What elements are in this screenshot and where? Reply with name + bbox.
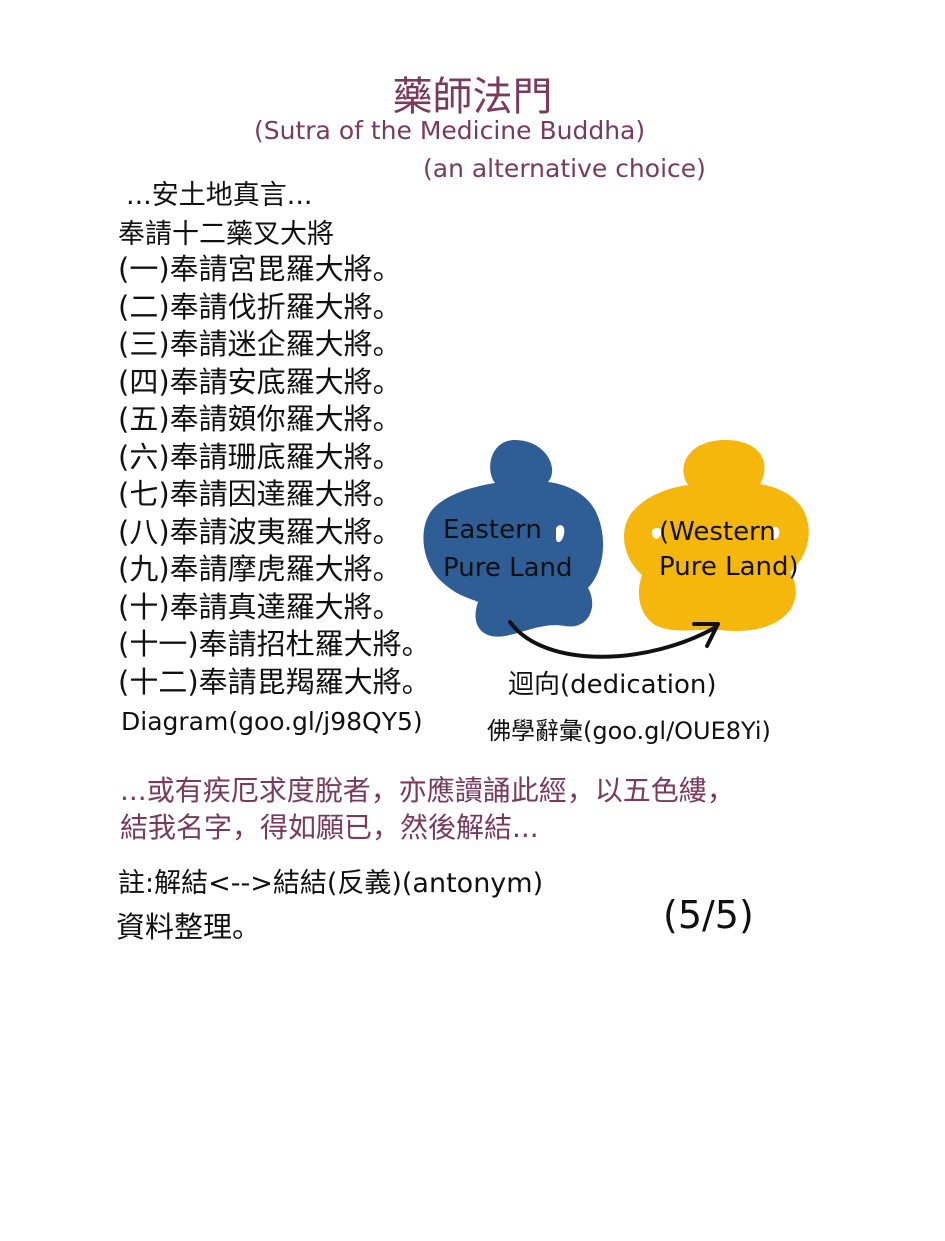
arrowhead-icon: [692, 622, 720, 648]
western-blob: [623, 440, 809, 631]
western-label-line1: (Western: [659, 517, 776, 547]
general-item: (四)奉請安底羅大將。: [118, 365, 402, 399]
page-title: 藥師法門: [392, 74, 553, 120]
invitation-line: 奉請十二藥叉大將: [118, 219, 334, 250]
page-number: (5/5): [663, 893, 754, 937]
general-item: (三)奉請迷企羅大將。: [118, 327, 402, 361]
general-item: (十二)奉請毘羯羅大將。: [118, 665, 431, 699]
sutra-quote-line: ...或有疾厄求度脫者，亦應讀誦此經，以五色縷，: [120, 774, 735, 807]
dedication-label: 迴向(dedication): [508, 670, 717, 700]
dedication-arrow-icon: [508, 620, 718, 659]
white-spot-icon: [771, 526, 780, 540]
antonym-note: 註:解結<-->結結(反義)(antonym): [118, 868, 544, 899]
compiled-note: 資料整理。: [116, 910, 262, 944]
general-item: (七)奉請因達羅大將。: [118, 477, 402, 511]
sutra-quote-line: 結我名字，得如願已，然後解結...: [120, 811, 539, 844]
general-item: (一)奉請宮毘羅大將。: [118, 252, 402, 286]
general-item: (十一)奉請招杜羅大將。: [118, 627, 431, 661]
white-spot-icon: [651, 527, 662, 539]
general-item: (八)奉請波夷羅大將。: [118, 515, 402, 549]
general-item: (五)奉請頞你羅大將。: [118, 402, 402, 436]
eastern-blob: [423, 440, 604, 637]
diagram-link[interactable]: Diagram(goo.gl/j98QY5): [121, 707, 423, 736]
general-item: (二)奉請伐折羅大將。: [118, 290, 402, 324]
alternative-note: (an alternative choice): [423, 154, 706, 183]
general-item: (十)奉請真達羅大將。: [118, 590, 402, 624]
general-item: (九)奉請摩虎羅大將。: [118, 552, 402, 586]
eastern-label-line1: Eastern: [443, 515, 542, 545]
general-item: (六)奉請珊底羅大將。: [118, 440, 402, 474]
western-label-line2: Pure Land): [659, 552, 799, 582]
subtitle: (Sutra of the Medicine Buddha): [254, 116, 646, 145]
intro-line: ...安土地真言...: [126, 180, 313, 211]
eastern-label-line2: Pure Land: [443, 553, 572, 583]
glossary-link[interactable]: 佛學辭彙(goo.gl/OUE8Yi): [487, 717, 771, 745]
white-spot-icon: [556, 525, 565, 543]
